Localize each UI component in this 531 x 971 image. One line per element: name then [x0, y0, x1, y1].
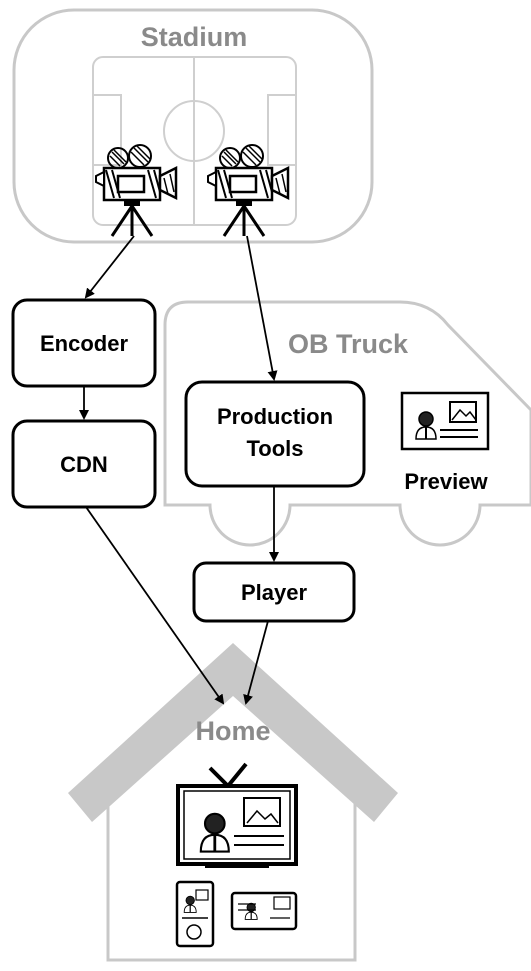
player-node: Player — [192, 561, 356, 623]
encoder-label: Encoder — [40, 331, 128, 356]
tablet-icon — [230, 891, 298, 931]
phone-icon — [175, 880, 215, 948]
house-roof — [68, 643, 398, 822]
monitor-presenter-icon — [400, 391, 490, 451]
production-tools-label-line1: Production — [217, 404, 333, 429]
player-label: Player — [241, 580, 307, 605]
cdn-node: CDN — [11, 419, 157, 509]
home-region: Home — [68, 643, 398, 962]
arrows — [79, 235, 279, 705]
tv-icon — [176, 762, 298, 868]
preview-label: Preview — [404, 469, 488, 494]
cdn-label: CDN — [60, 452, 108, 477]
ob-truck-label: OB Truck — [288, 329, 409, 359]
soccer-field-icon — [92, 56, 297, 226]
production-tools-node: Production Tools — [184, 380, 366, 488]
arrow-player-home — [243, 620, 269, 705]
stadium-region: Stadium — [12, 8, 374, 244]
arrow-cdn-home — [85, 506, 225, 705]
arrow-camera2-production — [246, 235, 278, 381]
production-tools-label-line2: Tools — [246, 436, 303, 461]
encoder-node: Encoder — [11, 298, 157, 388]
arrow-camera1-encoder — [84, 235, 135, 299]
stadium-label: Stadium — [141, 22, 248, 52]
home-label: Home — [195, 716, 270, 746]
